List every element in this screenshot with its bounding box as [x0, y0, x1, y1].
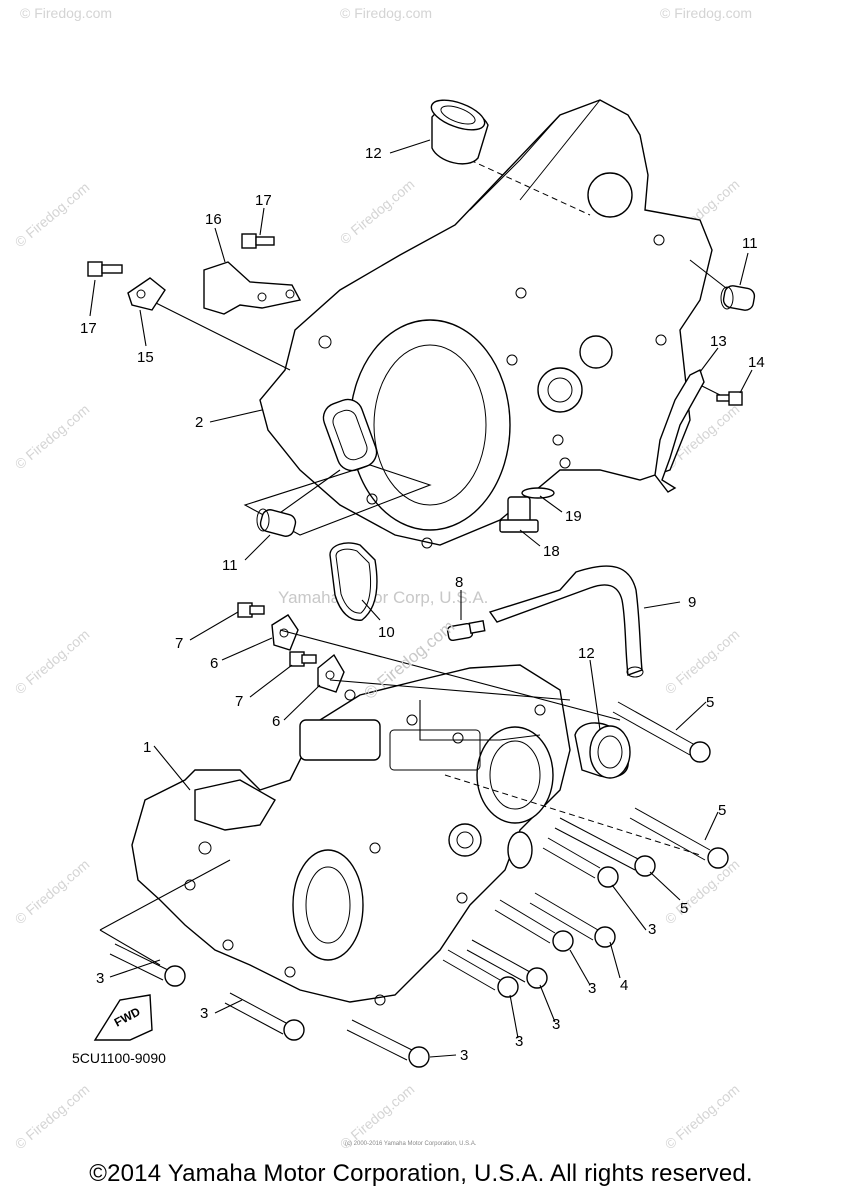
callout-15: 15 — [137, 349, 154, 366]
plate-6-upper — [271, 614, 299, 651]
callout-5: 5 — [680, 900, 688, 917]
callout-17: 17 — [255, 192, 272, 209]
callout-5: 5 — [718, 802, 726, 819]
bolt-17-left — [87, 261, 123, 277]
bolt-3-d — [442, 949, 519, 998]
callout-12: 12 — [365, 145, 382, 162]
plate-15 — [127, 277, 166, 311]
watermark-text: © Firedog.com — [12, 179, 93, 250]
callout-11: 11 — [222, 557, 238, 574]
callout-7: 7 — [235, 693, 243, 710]
bracket-13 — [654, 369, 705, 493]
callout-labels: 12 17 16 11 17 15 13 14 2 19 11 18 8 9 1… — [80, 145, 765, 1064]
watermark-text: © Firedog.com — [662, 1081, 743, 1152]
callout-3: 3 — [515, 1033, 523, 1050]
bolts-long — [109, 701, 729, 1068]
bolt-3-e — [109, 943, 186, 987]
crankcase-left-half — [131, 664, 701, 1006]
drawing-code: 5CU1100-9090 — [72, 1050, 166, 1066]
callout-6: 6 — [272, 713, 280, 730]
watermark-text: © Firedog.com — [12, 401, 93, 472]
dowel-11-lower — [256, 508, 297, 537]
callout-17: 17 — [80, 320, 97, 337]
callout-3: 3 — [648, 921, 656, 938]
watermark-text: © Firedog.com — [340, 5, 432, 21]
bolt-14 — [716, 391, 743, 406]
callout-6: 6 — [210, 655, 218, 672]
forward-arrow-icon: FWD — [93, 994, 153, 1041]
callout-8: 8 — [455, 574, 463, 591]
bracket-16 — [203, 261, 302, 315]
callout-7: 7 — [175, 635, 183, 652]
bolt-3-a — [542, 837, 619, 888]
leader-lines — [89, 139, 753, 1058]
callout-12: 12 — [578, 645, 595, 662]
bolt-5-b — [629, 807, 729, 869]
callout-3: 3 — [200, 1005, 208, 1022]
fitting-8 — [446, 620, 486, 642]
callout-14: 14 — [748, 354, 765, 371]
callout-1: 1 — [143, 739, 151, 756]
drain-plug-18 — [499, 487, 555, 533]
copyright-footer: ©2014 Yamaha Motor Corporation, U.S.A. A… — [89, 1160, 753, 1187]
watermark-center-text: Yamaha Motor Corp, U.S.A. — [278, 588, 488, 607]
bolt-3-c — [466, 939, 548, 989]
callout-11: 11 — [742, 235, 758, 252]
bolt-7-lower — [289, 651, 317, 667]
callout-3: 3 — [96, 970, 104, 987]
watermark-text: © Firedog.com — [337, 176, 418, 247]
callout-4: 4 — [620, 977, 628, 994]
bolt-5-c — [554, 817, 656, 877]
callout-3: 3 — [460, 1047, 468, 1064]
hose-9 — [488, 565, 644, 678]
callout-19: 19 — [565, 508, 582, 525]
o-ring-10 — [329, 542, 378, 621]
callout-13: 13 — [710, 333, 727, 350]
bolt-3-g — [346, 1019, 430, 1068]
bolt-3-b — [494, 899, 574, 952]
watermark-text: © Firedog.com — [20, 5, 112, 21]
bolt-5-a — [612, 701, 711, 763]
bushing-12-lower — [574, 722, 631, 779]
assembly-lines-lower — [99, 629, 621, 966]
callout-16: 16 — [205, 211, 222, 228]
callout-10: 10 — [378, 624, 395, 641]
callout-18: 18 — [543, 543, 560, 560]
dowel-11-upper — [720, 285, 756, 311]
callout-5: 5 — [706, 694, 714, 711]
watermark-text: © Firedog.com — [12, 856, 93, 927]
watermark-text: © Firedog.com — [662, 626, 743, 697]
watermark-text: © Firedog.com — [662, 856, 743, 927]
callout-9: 9 — [688, 594, 696, 611]
bolt-17-top — [241, 233, 275, 249]
plate-6-lower — [317, 653, 345, 693]
watermark-text: © Firedog.com — [12, 1081, 93, 1152]
callout-3: 3 — [588, 980, 596, 997]
bushing-12-upper — [430, 99, 489, 165]
callout-3: 3 — [552, 1016, 560, 1033]
watermark-text: © Firedog.com — [660, 5, 752, 21]
bolt-7-upper — [237, 602, 265, 618]
watermark-text: © Firedog.com — [12, 626, 93, 697]
crankcase-right-half — [259, 99, 713, 549]
small-print: (c) 2000-2016 Yamaha Motor Corporation, … — [345, 1141, 477, 1147]
bolt-3-f — [224, 992, 305, 1041]
callout-2: 2 — [195, 414, 203, 431]
